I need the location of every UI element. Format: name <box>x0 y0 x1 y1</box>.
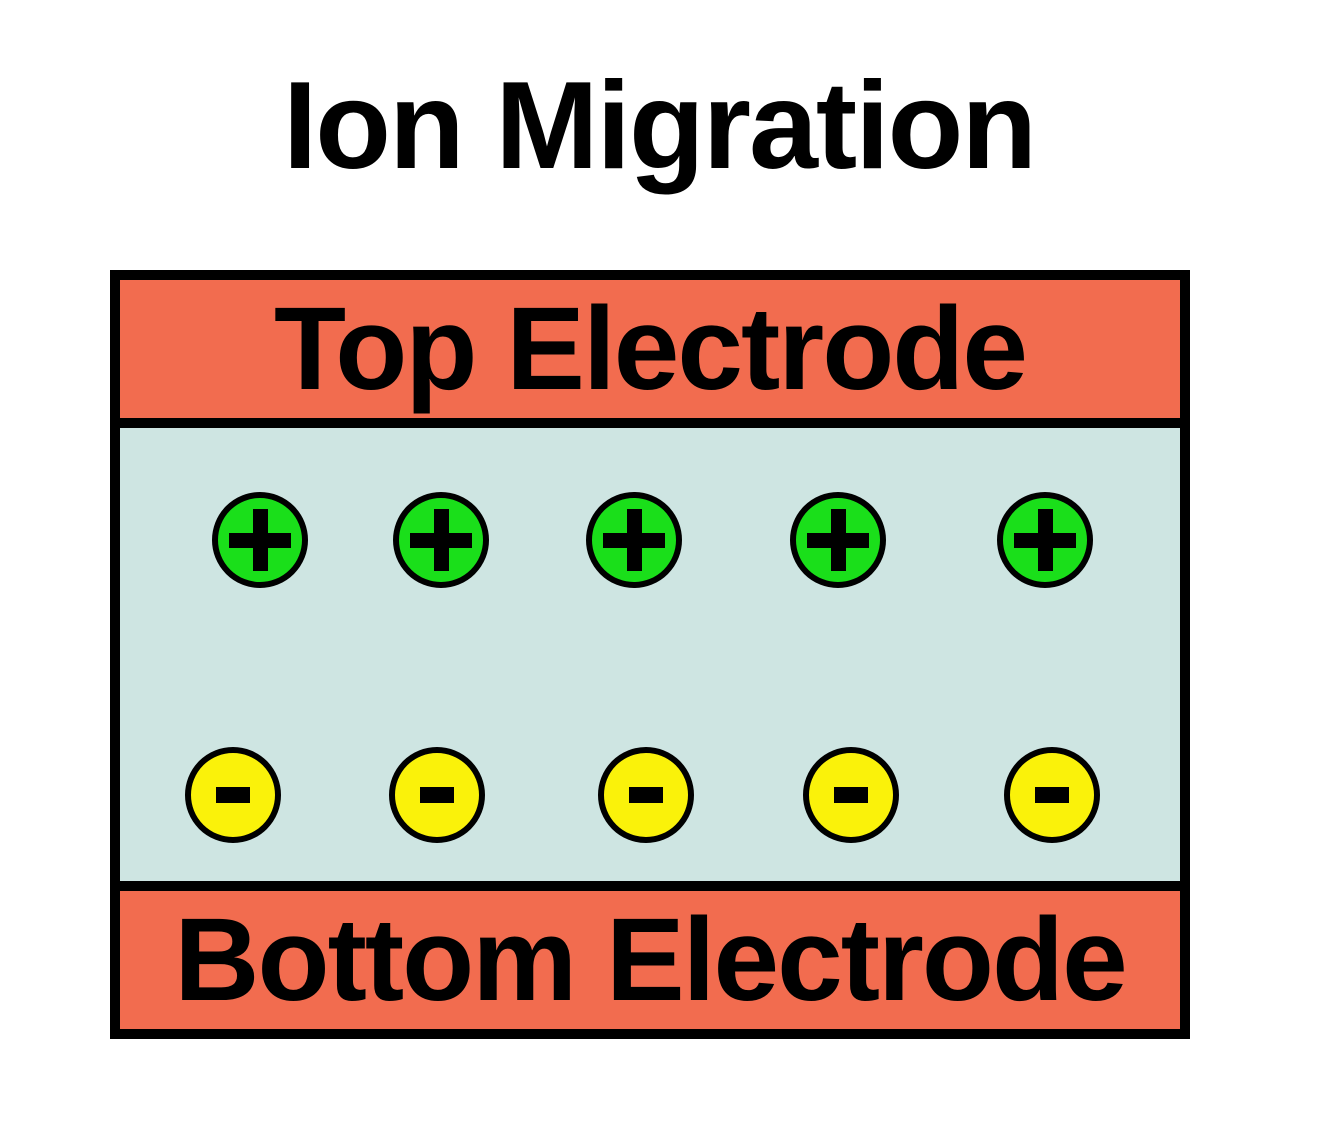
negative-ion <box>388 746 485 843</box>
negative-ion <box>597 746 694 843</box>
top-electrode-label: Top Electrode <box>273 283 1028 415</box>
plus-icon <box>806 508 869 571</box>
minus-icon <box>1034 786 1069 803</box>
top-electrode-layer: Top Electrode <box>120 280 1180 428</box>
positive-ion <box>586 491 683 588</box>
positive-ion <box>393 491 490 588</box>
minus-icon <box>628 786 663 803</box>
negative-ion <box>803 746 900 843</box>
negative-ion <box>185 746 282 843</box>
minus-icon <box>834 786 869 803</box>
plus-icon <box>410 508 473 571</box>
positive-ion <box>211 491 308 588</box>
electrolyte-layer <box>120 428 1180 881</box>
plus-icon <box>228 508 291 571</box>
page-title: Ion Migration <box>282 57 1037 195</box>
bottom-electrode-label: Bottom Electrode <box>174 894 1127 1026</box>
minus-icon <box>419 786 454 803</box>
positive-ion <box>789 491 886 588</box>
bottom-electrode-layer: Bottom Electrode <box>120 881 1180 1029</box>
negative-ion <box>1003 746 1100 843</box>
minus-icon <box>216 786 251 803</box>
plus-icon <box>603 508 666 571</box>
device-stack-diagram: Top Electrode <box>110 270 1190 1039</box>
plus-icon <box>1014 508 1077 571</box>
positive-ion <box>997 491 1094 588</box>
